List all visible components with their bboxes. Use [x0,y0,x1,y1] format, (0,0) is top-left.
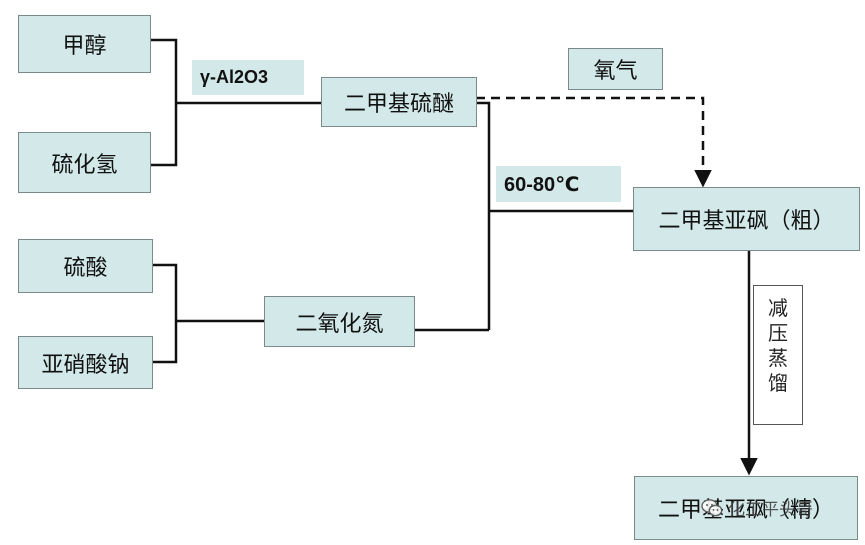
connector-methanol [150,38,178,103]
temperature-label: 60-80℃ [496,166,621,202]
node-dimethyl-sulfide: 二甲基硫醚 [321,77,477,127]
distillation-char-4: 馏 [768,371,788,395]
catalyst-label: γ-Al2O3 [192,60,304,95]
node-hydrogen-sulfide: 硫化氢 [18,132,151,193]
dashed-oxygen-path [476,96,712,188]
connector-hydrogen-sulfide [150,103,178,167]
wechat-icon [701,498,723,516]
node-nitrogen-dioxide: 二氧化氮 [264,296,415,347]
node-oxygen: 氧气 [568,48,663,90]
node-sodium-nitrite: 亚硝酸钠 [18,336,153,389]
watermark-text: 化工平头哥 [728,500,813,520]
connector-sodium-nitrite [152,321,178,364]
vacuum-distillation-label: 减 压 蒸 馏 [753,285,803,425]
watermark: 化工平头哥 [700,495,813,520]
connector-sulfuric-acid [152,263,178,321]
node-methanol: 甲醇 [18,15,151,73]
node-sulfuric-acid: 硫酸 [18,239,153,293]
distillation-char-2: 压 [768,321,788,345]
distillation-char-3: 蒸 [768,346,788,370]
distillation-char-1: 减 [768,296,788,320]
node-dmso-crude: 二甲基亚砜（粗） [633,187,860,251]
node-dmso-refined: 二甲基亚砜（精） [634,476,858,540]
connector-dimethyl-sulfide-out [476,101,491,330]
